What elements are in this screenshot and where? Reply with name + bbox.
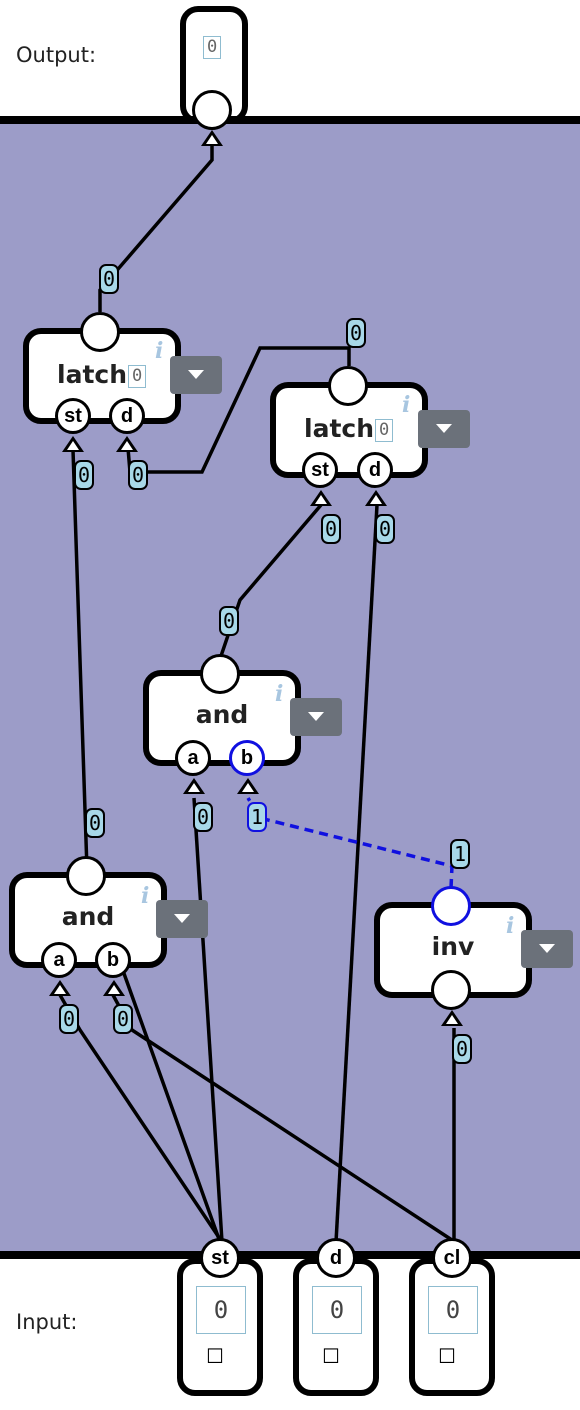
- wire-input-d-to-latch2-d: [334, 504, 379, 1243]
- wire-value-and2-a: 0: [59, 1004, 80, 1034]
- wire-and1-to-latch2-st: [219, 503, 323, 657]
- latch2-output-port[interactable]: [328, 366, 368, 406]
- input-pin-cl-box: 0 ☐: [409, 1258, 495, 1396]
- output-pin-arrow: [201, 130, 223, 146]
- wire-value-latch1-out: 0: [99, 264, 120, 294]
- and1-output-port[interactable]: [200, 654, 240, 694]
- and1-b-arrow: [237, 778, 259, 794]
- and1-port-b[interactable]: b: [229, 740, 265, 776]
- input-label: Input:: [16, 1310, 78, 1334]
- latch2-state: 0: [375, 418, 394, 442]
- inv-in-arrow: [441, 1010, 463, 1026]
- wire-value-and1-a: 0: [193, 802, 214, 832]
- wire-value-latch1-d: 0: [128, 460, 149, 490]
- latch1-name: latch: [57, 360, 128, 389]
- wire-value-latch2-out: 0: [346, 318, 367, 348]
- inv-label: inv: [431, 932, 475, 961]
- and2-b-arrow: [103, 980, 125, 996]
- wire-value-latch1-st: 0: [74, 460, 95, 490]
- wire-value-latch2-d: 0: [375, 514, 396, 544]
- input-d-checkbox[interactable]: ☐: [322, 1344, 340, 1368]
- wire-input-st-to-and1-a: [192, 797, 224, 1243]
- input-st-checkbox[interactable]: ☐: [206, 1344, 224, 1368]
- and2-a-arrow: [49, 980, 71, 996]
- output-pin-box: 0: [180, 6, 248, 124]
- latch1-output-port[interactable]: [80, 312, 120, 352]
- output-pin-port[interactable]: [192, 90, 232, 130]
- and2-output-port[interactable]: [66, 856, 106, 896]
- and2-dropdown-button[interactable]: [156, 900, 208, 938]
- wire-value-latch2-st: 0: [321, 514, 342, 544]
- input-d-value[interactable]: 0: [312, 1286, 362, 1334]
- latch1-st-arrow: [62, 436, 84, 452]
- latch2-info-icon[interactable]: i: [402, 392, 411, 418]
- latch2-port-st[interactable]: st: [302, 452, 338, 488]
- latch1-state: 0: [128, 364, 147, 388]
- latch1-info-icon[interactable]: i: [155, 338, 164, 364]
- inv-input-port[interactable]: [431, 970, 471, 1010]
- wire-latch1-to-output: [98, 140, 214, 312]
- output-value: 0: [203, 36, 222, 59]
- wire-value-and1-b: 1: [247, 802, 268, 832]
- input-port-cl[interactable]: cl: [432, 1238, 472, 1278]
- input-cl-checkbox[interactable]: ☐: [438, 1344, 456, 1368]
- input-pin-d-box: 0 ☐: [293, 1258, 379, 1396]
- input-cl-value[interactable]: 0: [428, 1286, 478, 1334]
- and1-label: and: [195, 700, 249, 729]
- top-separator: [0, 116, 580, 124]
- input-pin-st-box: 0 ☐: [177, 1258, 263, 1396]
- wire-input-st-to-and2-a: [58, 994, 224, 1243]
- and2-label: and: [61, 902, 115, 931]
- and2-port-a[interactable]: a: [41, 942, 77, 978]
- wire-value-and2-b: 0: [113, 1004, 134, 1034]
- latch2-d-arrow: [365, 490, 387, 506]
- bottom-separator: [0, 1251, 580, 1259]
- latch2-name: latch: [304, 414, 375, 443]
- and1-a-arrow: [183, 778, 205, 794]
- inv-dropdown-button[interactable]: [521, 930, 573, 968]
- output-label: Output:: [16, 43, 97, 67]
- wire-inv-to-and1-b: [246, 797, 454, 889]
- and1-port-a[interactable]: a: [175, 740, 211, 776]
- and2-port-b[interactable]: b: [95, 942, 131, 978]
- and1-dropdown-button[interactable]: [290, 698, 342, 736]
- latch1-port-d[interactable]: d: [109, 398, 145, 434]
- input-st-value[interactable]: 0: [196, 1286, 246, 1334]
- inv-info-icon[interactable]: i: [506, 913, 515, 939]
- inv-output-port[interactable]: [431, 886, 471, 926]
- wire-value-and2-out: 0: [85, 808, 106, 838]
- latch2-port-d[interactable]: d: [357, 452, 393, 488]
- latch1-dropdown-button[interactable]: [170, 356, 222, 394]
- wire-value-and1-out: 0: [219, 606, 240, 636]
- and2-info-icon[interactable]: i: [141, 883, 150, 909]
- wire-input-cl-to-and2-b: [111, 994, 456, 1244]
- latch2-st-arrow: [310, 490, 332, 506]
- latch1-d-arrow: [116, 436, 138, 452]
- wire-value-inv-out: 1: [450, 839, 471, 869]
- input-port-d[interactable]: d: [316, 1238, 356, 1278]
- and1-info-icon[interactable]: i: [275, 681, 284, 707]
- wire-value-inv-in: 0: [452, 1034, 473, 1064]
- input-port-st[interactable]: st: [200, 1238, 240, 1278]
- latch1-port-st[interactable]: st: [55, 398, 91, 434]
- latch2-dropdown-button[interactable]: [418, 410, 470, 448]
